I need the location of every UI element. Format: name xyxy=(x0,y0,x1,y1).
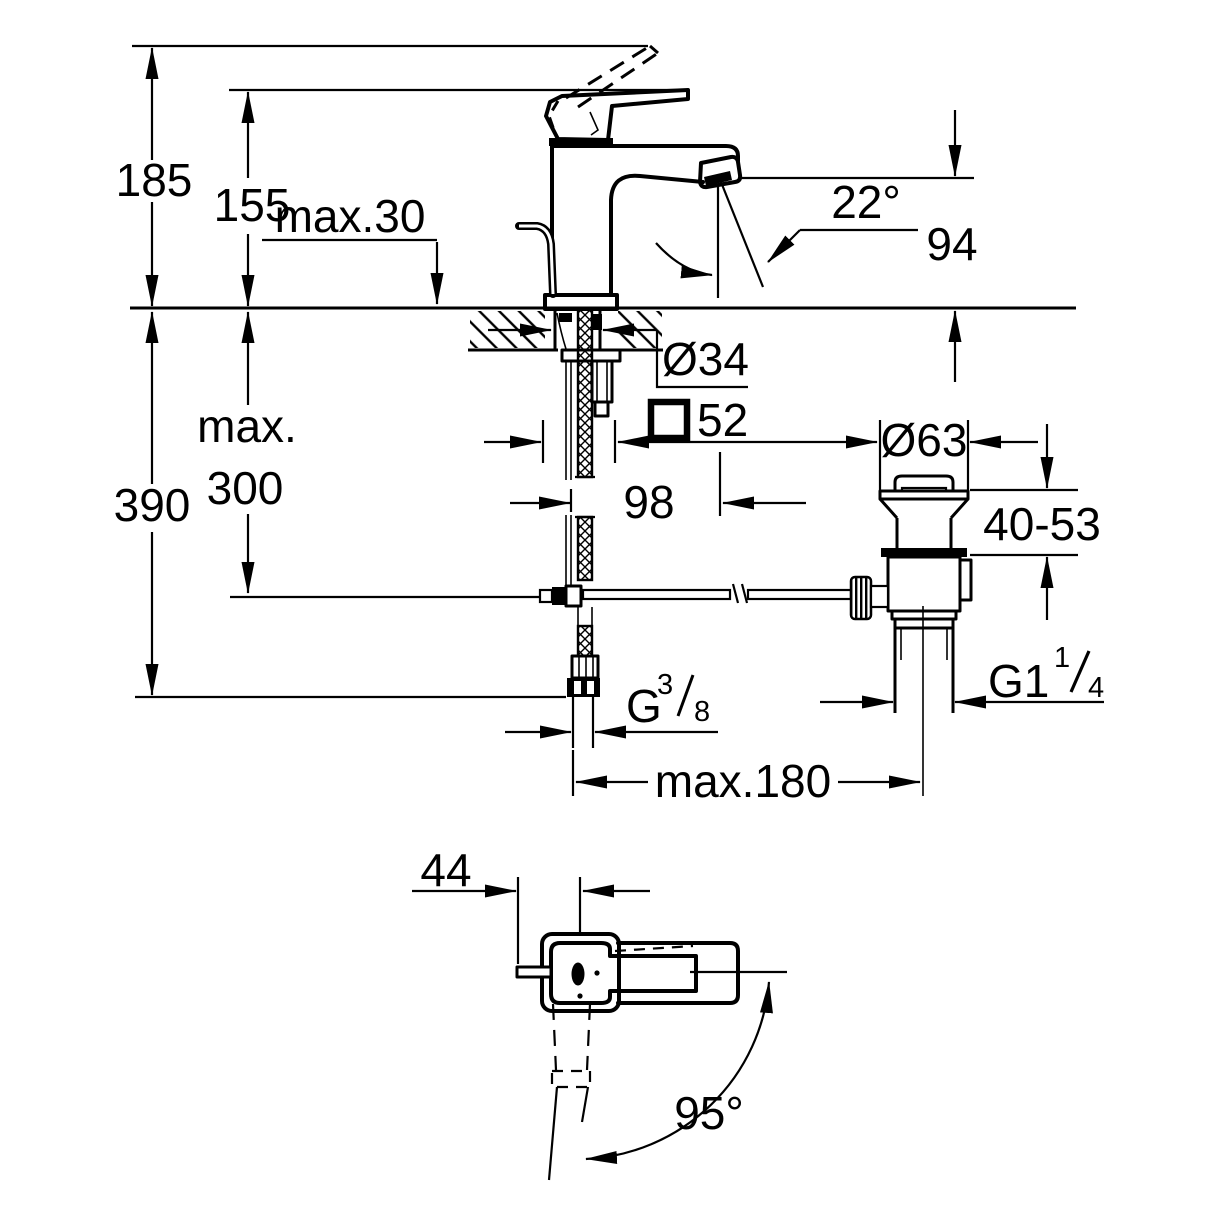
dim-flange-diameter-label: Ø63 xyxy=(881,414,968,466)
dot-2 xyxy=(577,993,583,999)
dim-spout-height-label: 94 xyxy=(926,218,977,270)
handle-raised-dashed-tip xyxy=(649,44,659,55)
spout-underside xyxy=(609,173,705,297)
handle-crease xyxy=(589,111,599,136)
handle-raised-dashed-1 xyxy=(565,44,651,100)
waste-body-step xyxy=(958,558,973,602)
dim-hose-max-value-label: 300 xyxy=(207,462,284,514)
dim-34-leader xyxy=(655,330,748,389)
supply-thread-fraction-slash xyxy=(676,674,695,717)
spout-top-edge xyxy=(550,144,740,163)
waste-seal xyxy=(881,548,967,557)
handle-base-band xyxy=(549,138,613,146)
handle-down-dashed-left xyxy=(551,1003,558,1071)
hose-braid-2 xyxy=(576,515,594,582)
popup-rod-inner xyxy=(519,224,555,295)
waste-thread-base: G1 xyxy=(988,655,1049,707)
hose-nut-slot-2 xyxy=(587,681,594,694)
handle-lever xyxy=(544,44,690,146)
handle-down-solid-left xyxy=(547,1086,559,1181)
dim-supply-thread-label: G 3 8 xyxy=(626,669,710,732)
hose-nut-slot-1 xyxy=(574,681,581,694)
supply-thread-denominator: 8 xyxy=(694,696,710,728)
waste-thread-numerator: 1 xyxy=(1054,642,1070,674)
dim-handle-height-label: 155 xyxy=(214,179,291,231)
dim-total-height-label: 185 xyxy=(116,154,193,206)
faucet-side-view xyxy=(515,44,765,311)
linkage-rod-right xyxy=(746,588,853,601)
dim-shank-diameter-label: Ø34 xyxy=(662,333,749,385)
spout-hidden-edge xyxy=(614,944,694,953)
waste-flange xyxy=(878,489,970,501)
dim-22-leader-arrow xyxy=(767,229,801,263)
waste-taper-left xyxy=(878,497,899,520)
handle-solid xyxy=(544,88,690,142)
waste-thread-fraction-slash xyxy=(1069,650,1091,693)
supply-thread-base: G xyxy=(626,680,662,732)
dim-max-center-distance-label: max.180 xyxy=(655,755,831,807)
aerator xyxy=(698,154,743,190)
rod-break-tick-1 xyxy=(731,583,740,604)
waste-body xyxy=(886,555,962,613)
waste-thread-denominator: 4 xyxy=(1088,672,1104,704)
dim-waste-deck-range-label: 40-53 xyxy=(983,498,1101,550)
linkage-rod-left xyxy=(581,588,732,601)
waste-plug-cap xyxy=(893,474,955,490)
angle-arc-arrow xyxy=(655,242,713,279)
dimension-labels: 185 155 max.30 22° 94 Ø34 52 Ø63 max. 30… xyxy=(114,154,1105,1139)
rod-curve-in-shank xyxy=(556,312,567,350)
dim-spout-projection-label: 98 xyxy=(623,476,674,528)
dim-hose-max-prefix-label: max. xyxy=(197,400,297,452)
top-view xyxy=(412,877,787,1181)
hose-braid-3 xyxy=(576,624,594,658)
dot-1 xyxy=(594,970,600,976)
dim-body-square-label: 52 xyxy=(697,394,748,446)
below-deck-assembly xyxy=(230,307,853,748)
dim-below-deck-depth-label: 390 xyxy=(114,479,191,531)
square-symbol xyxy=(647,398,691,442)
supply-thread-numerator: 3 xyxy=(657,669,673,701)
hose-fitting xyxy=(570,654,600,680)
mounting-stud xyxy=(590,359,614,404)
rod-hole-marker xyxy=(571,962,585,986)
linkage-joint xyxy=(564,584,583,608)
adjuster-shaft xyxy=(869,584,890,609)
linkage-end-cap xyxy=(538,588,554,604)
waste-taper-right xyxy=(949,497,970,520)
stream-angled-line xyxy=(719,181,765,288)
dim-max-deck-thickness-label: max.30 xyxy=(275,190,426,242)
popup-linkage xyxy=(230,583,853,608)
dim-waste-thread-label: G1 1 4 xyxy=(988,642,1104,707)
dim-spout-angle-label: 22° xyxy=(831,176,901,228)
supply-hose xyxy=(565,307,600,748)
handle-raised-dashed-base xyxy=(547,100,560,137)
dim-handle-swing-angle-label: 95° xyxy=(674,1087,744,1139)
popup-rod xyxy=(515,222,557,298)
linkage-block xyxy=(552,587,565,605)
shank-detail-1 xyxy=(559,313,572,322)
popup-rod-top-view xyxy=(515,965,553,979)
popup-waste-assembly xyxy=(849,474,973,796)
waste-collar-2 xyxy=(893,617,955,630)
rod-break-tick-2 xyxy=(740,583,749,604)
dimensions xyxy=(132,44,1104,796)
shank-detail-2 xyxy=(593,314,602,330)
stud-end xyxy=(593,400,610,418)
handle-raised-dashed-2 xyxy=(577,51,659,109)
adjuster-knurled-knob xyxy=(849,575,873,621)
hose-braid-1 xyxy=(576,307,594,479)
water-stream xyxy=(655,181,765,298)
hose-nut xyxy=(567,678,600,697)
dim-popup-offset-label: 44 xyxy=(420,844,471,896)
aerator-outlet xyxy=(704,171,732,186)
swing-arc-95 xyxy=(585,981,773,1164)
